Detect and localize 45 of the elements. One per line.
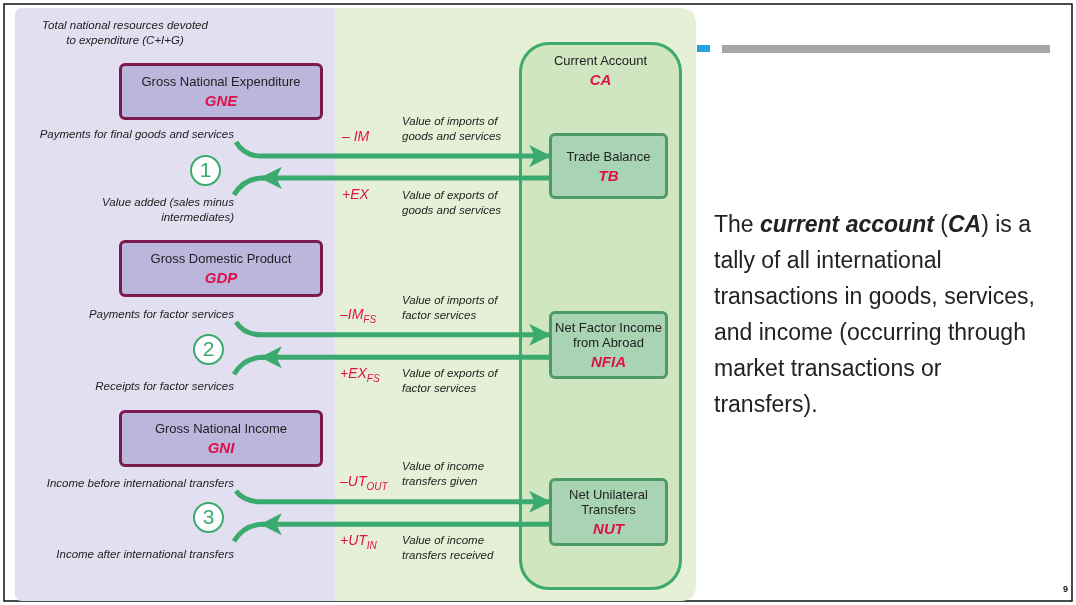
acronym: GDP (204, 269, 238, 286)
account-box (549, 478, 668, 546)
flow-symbol: +EX$_{FS}$ (340, 365, 380, 384)
flow-symbol: +UT$_{IN}$ (340, 532, 377, 551)
account-box (549, 133, 668, 199)
aggregate-box (119, 410, 323, 467)
flow-description: Value of imports of factor services (402, 293, 500, 323)
flow-text: Payments for final goods and services (6, 127, 234, 145)
flow-arrow (234, 489, 552, 513)
acronym: CA (589, 71, 612, 88)
flow-arrow (259, 166, 549, 189)
flow-description: Value of income transfers given (402, 459, 486, 489)
flow-arrow (233, 320, 552, 346)
flow-arrow (259, 513, 549, 536)
acronym: NFIA (591, 353, 626, 370)
flow-symbol: +EX (342, 186, 369, 202)
acronym: TB (598, 166, 619, 184)
flow-description: Value of income transfers received (402, 533, 495, 563)
account-panel (519, 42, 682, 590)
acronym: GNI (207, 439, 235, 456)
description-paragraph: The current account (CA) is a tally of all international transactions in goods, services, and income (occurring through market transactions or transfers). (714, 210, 1036, 419)
flow-symbol: – IM (342, 128, 370, 144)
flow-text: Payments for factor services (30, 307, 234, 325)
flow-description: Value of exports of factor services (402, 366, 500, 396)
acronym: NUT (593, 520, 624, 537)
box-title: Gross Domestic Product (150, 251, 292, 266)
flow-symbol: –UT$_{OUT}$ (340, 473, 388, 492)
note-text: Total national resources devoted to expenditure (C+I+G) (41, 18, 209, 48)
flow-symbol: –IM$_{FS}$ (340, 306, 377, 325)
aggregate-box (119, 63, 323, 120)
aggregate-box (119, 240, 323, 297)
flow-description: Value of exports of goods and services (402, 188, 503, 218)
box-title: Trade Balance (566, 148, 651, 164)
flow-text: Income before international transfers (6, 476, 234, 494)
box-title: Gross National Income (154, 421, 288, 436)
box-title: Current Account (553, 53, 648, 68)
box-title: Net Unilateral Transfers (568, 487, 649, 517)
flow-arrow (233, 140, 552, 168)
page-number: 9 (1063, 584, 1068, 594)
account-box (549, 311, 668, 379)
flow-arrow (259, 346, 549, 369)
acronym: GNE (204, 92, 238, 109)
flow-description: Value of imports of goods and services (402, 114, 503, 144)
box-title: Net Factor Income from Abroad (554, 320, 663, 350)
box-title: Gross National Expenditure (141, 74, 301, 89)
